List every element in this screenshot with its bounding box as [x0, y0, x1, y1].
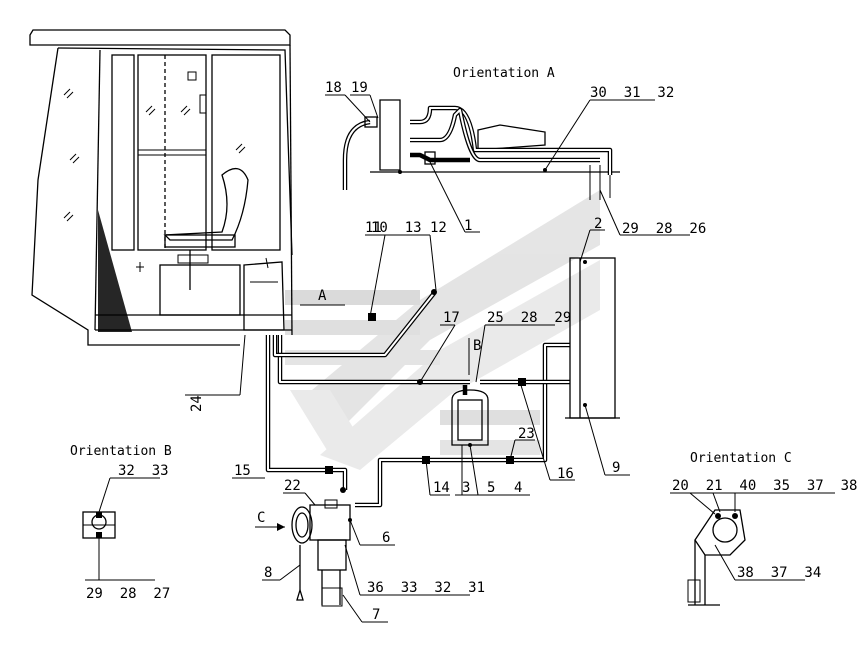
label-18: 18 [325, 80, 342, 96]
label-2: 2 [594, 216, 602, 232]
condenser [565, 257, 620, 419]
label-9: 9 [612, 460, 620, 476]
compressor [291, 487, 352, 607]
label-15: 15 [234, 463, 251, 479]
label-8: 8 [264, 565, 272, 581]
label-3: 3 [462, 480, 470, 496]
label-20-21-40-35-37-38-39: 20 21 40 35 37 38 39 [672, 478, 859, 494]
label-5: 5 [487, 480, 495, 496]
part-labels: 18 19 30 31 32 29 28 26 1 11 10 13 12 2 … [86, 80, 859, 623]
label-16: 16 [557, 466, 574, 482]
orientation-b-detail [82, 511, 116, 539]
watermark-logo [285, 190, 600, 470]
label-22: 22 [284, 478, 301, 494]
view-marker-b: B [473, 338, 481, 354]
label-24: 24 [189, 395, 205, 412]
label-10-13-12: 10 13 12 [371, 220, 447, 236]
label-25-28-29: 25 28 29 [487, 310, 571, 326]
label-29-28-26: 29 28 26 [622, 221, 706, 237]
operator-cab [29, 29, 293, 346]
leader-lines [85, 94, 835, 623]
label-6: 6 [382, 530, 390, 546]
orientation-c-title: Orientation C [690, 451, 792, 466]
label-14: 14 [433, 480, 450, 496]
orientation-a-detail [342, 99, 620, 200]
orientation-c-detail [687, 509, 746, 606]
label-29-28-27: 29 28 27 [86, 586, 170, 602]
label-1: 1 [464, 218, 472, 234]
label-32-33: 32 33 [118, 463, 169, 479]
label-19: 19 [351, 80, 368, 96]
orientation-b-title: Orientation B [70, 444, 172, 459]
cab-hatching [98, 210, 132, 332]
label-4: 4 [514, 480, 522, 496]
label-23: 23 [518, 426, 535, 442]
orientation-a-title: Orientation A [453, 66, 555, 81]
label-36-33-32-31: 36 33 32 31 [367, 580, 485, 596]
label-38-37-34: 38 37 34 [737, 565, 821, 581]
view-marker-c: C [257, 510, 265, 526]
label-17: 17 [443, 310, 460, 326]
label-7: 7 [372, 607, 380, 623]
label-30-31-32: 30 31 32 [590, 85, 674, 101]
view-marker-a: A [318, 288, 327, 304]
label-11: 11 [365, 220, 382, 236]
view-c-arrow-icon [277, 523, 285, 531]
